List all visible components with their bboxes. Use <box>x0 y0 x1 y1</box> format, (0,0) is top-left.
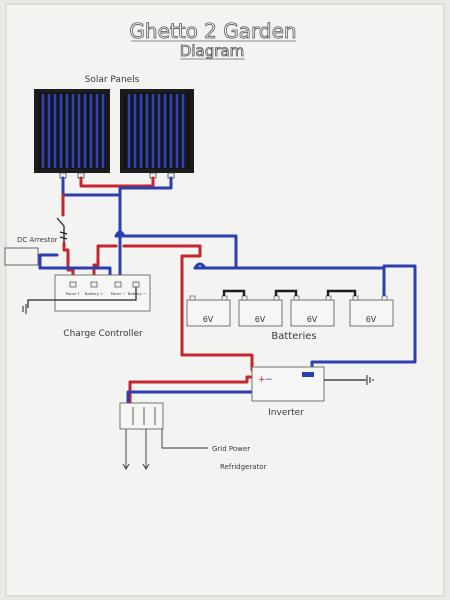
controller-term-batt-minus: Battery − <box>128 291 146 296</box>
controller-ground-wire <box>27 287 137 308</box>
battery-4 <box>349 299 394 327</box>
battery-1 <box>186 299 231 327</box>
inverter-minus-terminal: − <box>265 375 273 385</box>
solar-panel-right <box>120 89 194 173</box>
battery-2-voltage: 6V <box>255 315 266 324</box>
inverter-terminal-block <box>302 372 314 377</box>
charge-controller-label: Charge Controller <box>63 329 143 339</box>
inverter-label: Inverter <box>268 408 304 418</box>
dc-arrestor-box <box>4 247 39 266</box>
ac-outlet-box <box>119 402 164 430</box>
battery-3-voltage: 6V <box>307 315 318 324</box>
battery-3 <box>290 299 335 327</box>
controller-term-batt-plus: Battery + <box>85 291 103 296</box>
solar-panel-left <box>34 89 110 173</box>
battery-bank <box>186 299 394 327</box>
wire-crossovers <box>114 230 207 269</box>
dc-arrestor-label: DC Arrestor <box>17 236 58 244</box>
outlet-slots <box>132 407 156 425</box>
diagram-title: Ghetto 2 Garden <box>129 19 296 43</box>
battery-2 <box>238 299 283 327</box>
inverter-ground-symbol <box>366 375 374 385</box>
solar-panels-label: Solar Panels <box>85 75 140 85</box>
batteries-label: Batteries <box>271 331 316 342</box>
controller-term-panel-plus: Panel + <box>66 291 81 296</box>
battery-4-voltage: 6V <box>366 315 377 324</box>
grid-power-label: Grid Power <box>212 445 250 453</box>
charge-controller-box <box>54 274 151 312</box>
controller-ground-symbol <box>22 304 27 314</box>
inverter-plus-terminal: + <box>258 375 266 385</box>
load-cords <box>122 429 208 470</box>
diagram-subtitle: Diagram <box>180 42 244 60</box>
refrigerator-label: Refridgerator <box>220 463 267 471</box>
battery-1-voltage: 6V <box>203 315 214 324</box>
battery-series-jumpers <box>222 289 357 296</box>
dc-breaker-switch <box>56 217 68 243</box>
controller-term-panel-minus: Panel − <box>111 291 126 296</box>
